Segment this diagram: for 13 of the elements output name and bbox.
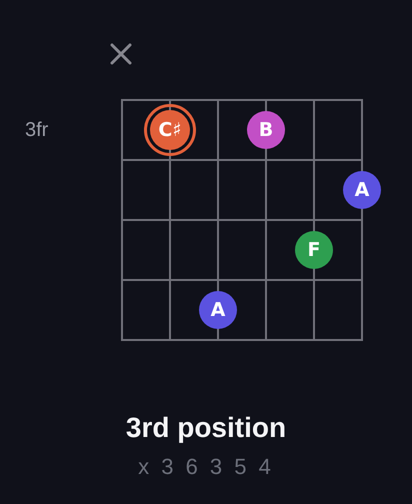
note-name: C♯ — [158, 120, 182, 140]
note-name: A — [354, 180, 370, 200]
fret-number: 3fr — [25, 118, 48, 142]
note-marker — [247, 111, 285, 149]
root-note-marker — [144, 104, 196, 156]
note-marker — [295, 231, 333, 269]
note-name: F — [308, 240, 320, 260]
chord-title: 3rd position — [126, 411, 286, 445]
note-marker — [199, 291, 237, 329]
fret-numbers-caption: x 3 6 3 5 4 — [138, 453, 274, 481]
note-name: B — [258, 120, 274, 140]
note-marker — [343, 171, 381, 209]
note-name: A — [210, 300, 226, 320]
